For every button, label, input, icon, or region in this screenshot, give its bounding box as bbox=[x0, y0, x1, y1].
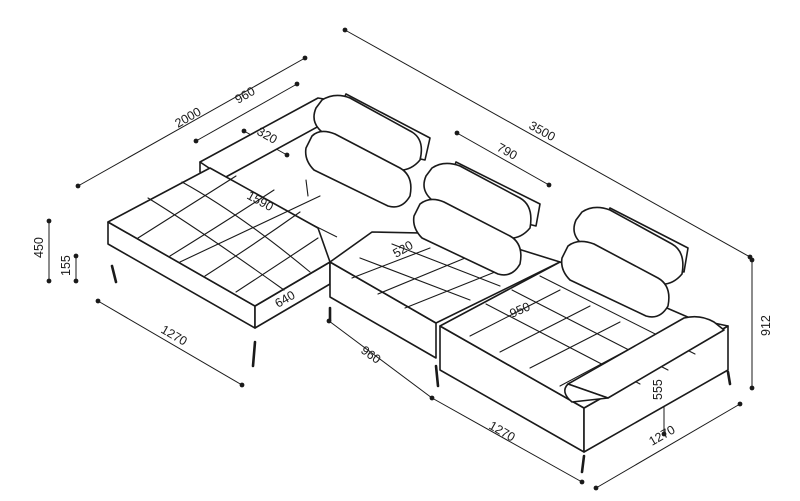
label-arm-height: 555 bbox=[651, 379, 665, 400]
label-seat-height: 450 bbox=[32, 237, 46, 258]
label-chaise-front: 1270 bbox=[159, 322, 190, 348]
label-leg-height: 155 bbox=[59, 255, 73, 276]
label-middle-module-width: 960 bbox=[358, 343, 383, 367]
label-chaise-depth: 2000 bbox=[173, 105, 204, 131]
sofa-legs bbox=[110, 264, 732, 474]
label-right-depth: 1270 bbox=[647, 423, 678, 449]
label-back-height: 912 bbox=[759, 315, 773, 336]
label-front-length: 1270 bbox=[487, 418, 518, 444]
sofa-body bbox=[107, 93, 729, 453]
label-middle-width: 790 bbox=[495, 140, 520, 162]
